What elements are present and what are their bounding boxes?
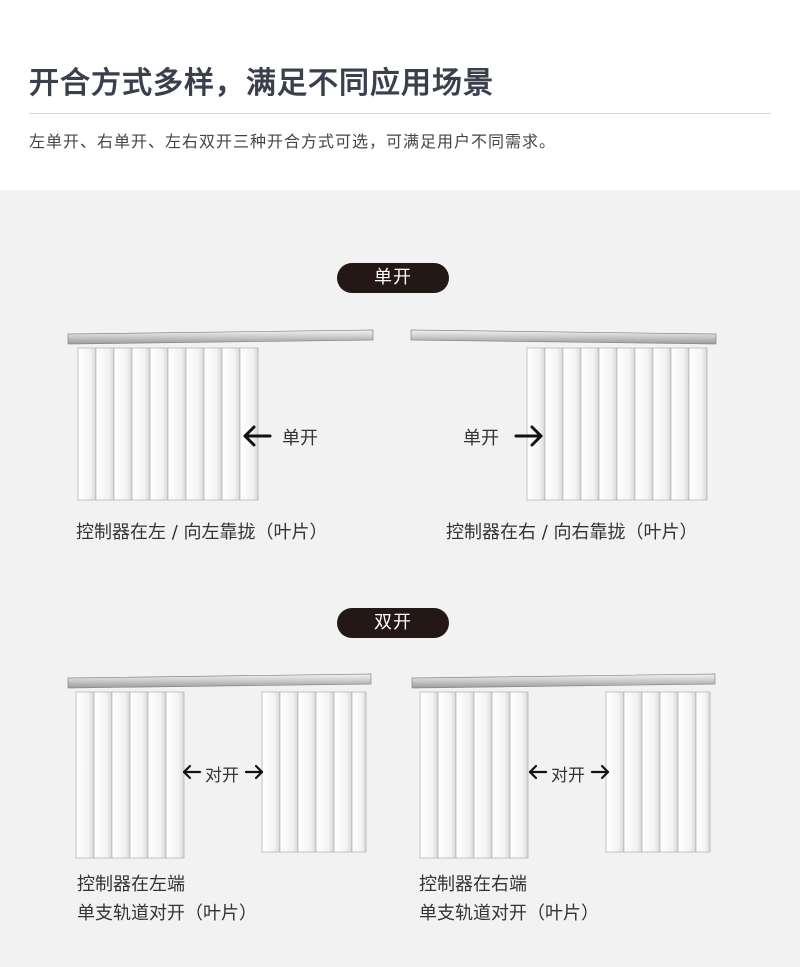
slats-group: [526, 347, 708, 501]
double-left-arrow-label: 对开: [205, 766, 239, 786]
double-arrow-icon: [528, 764, 610, 780]
blind-single-left: [67, 329, 374, 501]
badge-double-open: 双开: [337, 608, 449, 638]
single-right-caption: 控制器在右 / 向右靠拢（叶片）: [446, 522, 698, 543]
title-divider: [29, 113, 771, 114]
single-left-arrow-label: 单开: [282, 428, 318, 449]
track-rail: [67, 673, 372, 689]
arrow-right-icon: [514, 425, 543, 447]
double-arrow-icon: [182, 764, 264, 780]
slats-group: [419, 691, 711, 859]
double-right-arrow-label: 对开: [551, 766, 585, 786]
double-left-caption-line2: 单支轨道对开（叶片）: [77, 903, 257, 924]
double-left-caption-line1: 控制器在左端: [77, 874, 185, 895]
single-left-caption: 控制器在左 / 向左靠拢（叶片）: [76, 522, 328, 543]
blind-double-right: [411, 673, 716, 859]
page-subtitle: 左单开、右单开、左右双开三种开合方式可选，可满足用户不同需求。: [29, 132, 557, 151]
single-right-arrow-label: 单开: [463, 428, 499, 449]
track-rail: [410, 329, 717, 345]
double-right-caption-line1: 控制器在右端: [419, 874, 527, 895]
page-title: 开合方式多样，满足不同应用场景: [29, 66, 494, 101]
slats-group: [77, 347, 259, 501]
double-right-caption-line2: 单支轨道对开（叶片）: [419, 903, 599, 924]
arrow-left-icon: [243, 425, 272, 447]
blind-double-left: [67, 673, 372, 859]
blind-single-right: [410, 329, 717, 501]
track-rail: [67, 329, 374, 345]
slats-group: [75, 691, 367, 859]
badge-single-open: 单开: [337, 263, 449, 293]
track-rail: [411, 673, 716, 689]
header-section: 开合方式多样，满足不同应用场景 左单开、右单开、左右双开三种开合方式可选，可满足…: [0, 0, 800, 190]
